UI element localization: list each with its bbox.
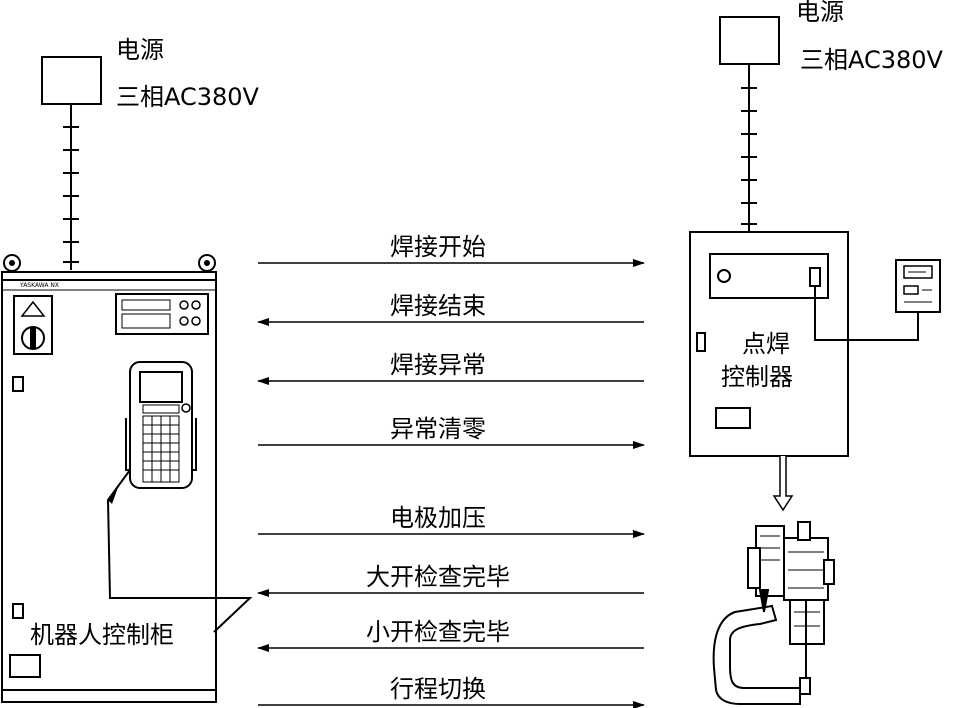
spot-welding-gun	[712, 521, 835, 705]
right-power-label: 电源	[796, 0, 844, 26]
controller-label-line1: 点焊	[742, 330, 790, 358]
signal-label-6: 大开检查完毕	[366, 563, 510, 591]
signal-label-7: 小开检查完毕	[366, 618, 510, 646]
programming-box	[814, 259, 941, 341]
cabinet-brand: YASKAWA NX	[19, 282, 59, 289]
warning-icon	[20, 300, 46, 317]
controller-latch	[696, 332, 706, 352]
left-power-supply: 电源 三相AC380V	[41, 36, 260, 270]
left-cable-ticks	[63, 126, 79, 263]
spot-weld-controller: 点焊 控制器	[689, 231, 849, 457]
left-power-spec: 三相AC380V	[116, 83, 260, 111]
right-cable-ticks	[741, 87, 757, 225]
left-power-label: 电源	[116, 36, 164, 64]
operator-panel	[115, 293, 209, 335]
signal-label-5: 电极加压	[390, 504, 486, 532]
robot-control-cabinet: YASKAWA NX	[1, 254, 253, 703]
signal-label-2: 焊接结束	[390, 292, 486, 320]
signal-label-4: 异常清零	[390, 415, 486, 443]
right-power-supply: 电源 三相AC380V	[719, 0, 944, 232]
main-switch	[13, 295, 53, 355]
door-latch-top	[12, 376, 24, 392]
controller-nameplate	[715, 407, 751, 429]
signal-label-3: 焊接异常	[390, 351, 486, 379]
signal-label-1: 焊接开始	[390, 233, 486, 261]
right-power-box	[719, 16, 780, 65]
signal-label-8: 行程切换	[390, 675, 486, 703]
right-power-spec: 三相AC380V	[800, 46, 944, 74]
controller-label-line2: 控制器	[721, 363, 793, 391]
robot-cabinet-label: 机器人控制柜	[30, 621, 174, 649]
cabinet-vent	[9, 654, 41, 678]
door-latch-bottom	[12, 603, 24, 619]
controller-to-gun-arrow	[772, 456, 794, 512]
teach-pendant	[106, 361, 253, 633]
left-power-box	[41, 56, 102, 105]
